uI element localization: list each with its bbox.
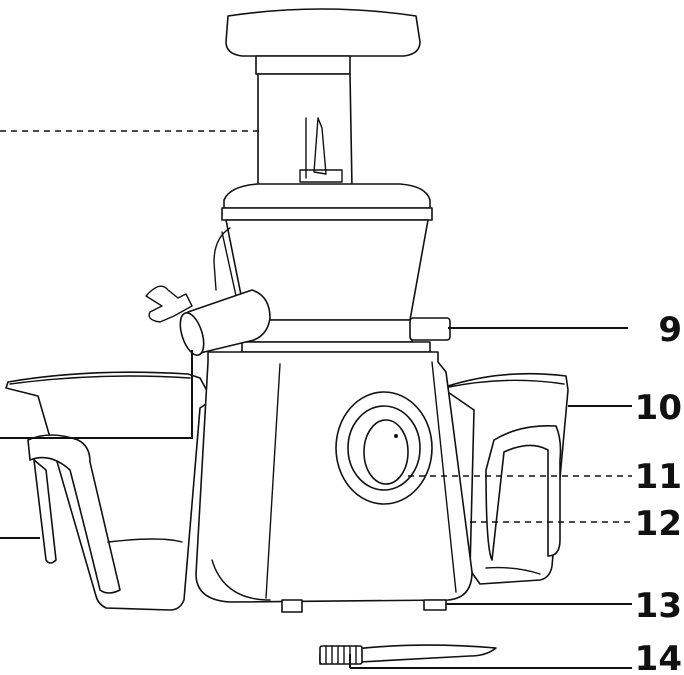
drum-collar: [221, 183, 433, 221]
pulp-outlet: [409, 317, 451, 341]
callout-13: 13: [635, 586, 682, 626]
motor-base: [195, 351, 473, 613]
left-jug: [5, 371, 213, 611]
callout-10: 10: [635, 388, 682, 428]
leader-lines: [0, 130, 632, 669]
feed-lid: [225, 8, 421, 57]
callout-9: 9: [658, 310, 682, 350]
callout-14: 14: [635, 639, 682, 675]
callout-12: 12: [635, 504, 682, 544]
juice-spout: [145, 285, 271, 356]
control-knob[interactable]: [335, 391, 433, 505]
callout-11: 11: [635, 457, 682, 497]
right-pulp-container: [441, 372, 569, 585]
feed-chute: [255, 55, 353, 189]
cleaning-brush: [319, 644, 497, 665]
